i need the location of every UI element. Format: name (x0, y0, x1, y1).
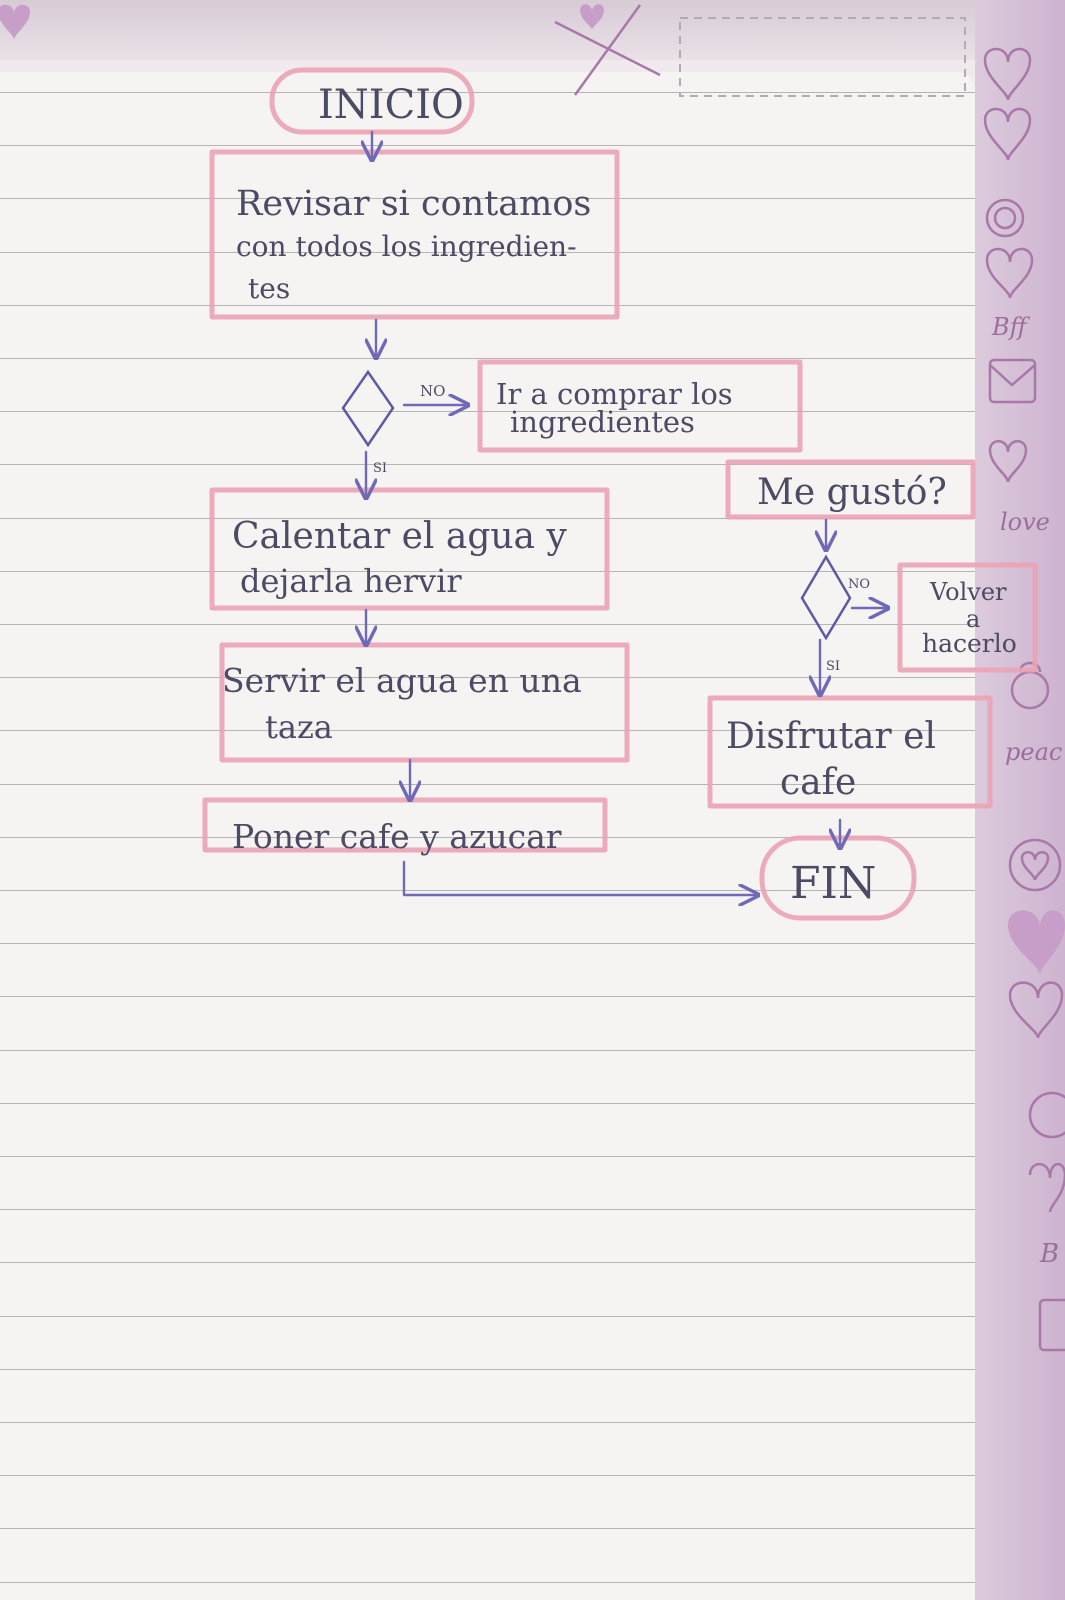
decision-diamond-liked (800, 554, 852, 641)
heart-icon (1008, 910, 1065, 975)
node-calentar-line-1: Calentar el agua y (232, 516, 567, 557)
ruled-line (0, 252, 975, 253)
ruled-line (0, 730, 975, 731)
servir-box-outline (219, 642, 630, 763)
node-inicio: INICIO (318, 82, 464, 128)
heart-icon (988, 440, 1028, 483)
node-revisar-line-2: con todos los ingredien- (236, 230, 577, 263)
disfrutar-box-outline (707, 695, 993, 809)
node-volver-line-3: hacerlo (922, 629, 1017, 658)
volver-box-outline (897, 562, 1038, 673)
sidebar-word-peace: peac (1005, 738, 1062, 766)
sidebar-word-b: B (1039, 1239, 1059, 1269)
node-disfrutar-line-2: cafe (780, 762, 856, 803)
node-comprar-line-1: Ir a comprar los (496, 377, 733, 411)
ruled-line (0, 1528, 975, 1529)
ruled-line (0, 464, 975, 465)
heart-icon (983, 47, 1032, 101)
sidebar-word-love: love (1000, 508, 1050, 536)
ruled-line (0, 1422, 975, 1423)
ruled-line (0, 943, 975, 944)
revisar-box-outline (209, 149, 620, 320)
envelope-icon (988, 358, 1037, 404)
node-revisar-line-3: tes (248, 272, 290, 305)
decision-diamond-ingredients (341, 369, 395, 448)
arrow-poner-to-fin (402, 860, 758, 895)
ruled-line (0, 92, 975, 93)
ruled-line (0, 145, 975, 146)
node-calentar-line-2: dejarla hervir (240, 562, 462, 600)
node-volver-line-1: Volver (929, 578, 1007, 606)
ruled-line (0, 1316, 975, 1317)
envelope-icon (1038, 1298, 1065, 1352)
node-poner: Poner cafe y azucar (232, 817, 562, 856)
ruled-line (0, 1156, 975, 1157)
node-disfrutar-line-1: Disfrutar el (726, 716, 936, 757)
me-gusto-box-outline (725, 459, 976, 520)
ruled-line (0, 624, 975, 625)
ruled-line (0, 890, 975, 891)
heart-icon (0, 4, 30, 40)
heart-icon (985, 247, 1034, 299)
comprar-box-outline (477, 359, 803, 453)
notebook-top-strip (0, 0, 1065, 60)
ruled-line (0, 677, 975, 678)
node-volver-line-2: a (966, 605, 980, 633)
ruled-line (0, 784, 975, 785)
dashed-label-box (679, 17, 966, 97)
heart-icon (1008, 981, 1064, 1039)
ruled-line (0, 837, 975, 838)
ruled-line (0, 1262, 975, 1263)
ring-icon (1028, 1091, 1065, 1139)
node-fin: FIN (790, 858, 876, 909)
edge-label-no-1: NO (420, 382, 445, 400)
ruled-line (0, 518, 975, 519)
ruled-line (0, 1050, 975, 1051)
ruled-line (0, 411, 975, 412)
ruled-line (0, 1475, 975, 1476)
ruled-line (0, 1103, 975, 1104)
edge-label-no-2: NO (848, 577, 870, 592)
ruled-line (0, 1582, 975, 1583)
calentar-box-outline (209, 487, 610, 611)
heart-icon (983, 107, 1032, 161)
node-me-gusto: Me gustó? (757, 472, 947, 513)
arrows-icon (554, 4, 661, 96)
heart-icon (1028, 1162, 1065, 1213)
node-revisar-line-1: Revisar si contamos (236, 184, 591, 224)
ruled-line (0, 305, 975, 306)
node-servir-line-1: Servir el agua en una (222, 661, 582, 700)
ruled-line (0, 571, 975, 572)
ruled-line (0, 198, 975, 199)
ruled-line (0, 996, 975, 997)
heart-icon (1008, 838, 1062, 892)
ruled-line (0, 1369, 975, 1370)
ring-icon (985, 198, 1025, 238)
node-servir-line-2: taza (265, 708, 333, 746)
sidebar-word-bff: Bff (991, 313, 1031, 341)
node-comprar-line-2: ingredientes (510, 405, 695, 439)
ruled-line (0, 358, 975, 359)
ruled-line (0, 1209, 975, 1210)
edge-label-si-2: SI (826, 659, 840, 674)
edge-label-si-1: SI (373, 461, 387, 476)
